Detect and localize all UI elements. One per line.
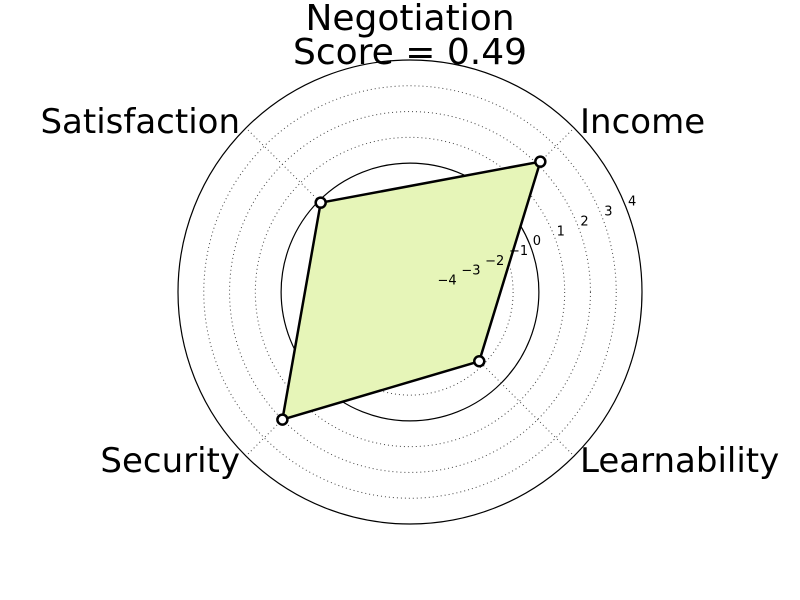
axis-label-satisfaction: Satisfaction [40, 102, 240, 142]
chart-subtitle: Score = 0.49 [293, 32, 527, 73]
axis-label-learnability: Learnability [580, 441, 779, 481]
tick-label: 0 [533, 234, 541, 249]
tick-label: −2 [485, 254, 504, 269]
chart-title: Negotiation [305, 0, 514, 39]
tick-label: −4 [438, 274, 457, 289]
data-point [473, 355, 486, 368]
series-fill [282, 161, 541, 420]
tick-label: 3 [604, 205, 612, 220]
data-point [276, 413, 289, 426]
radar-series [276, 155, 547, 426]
tick-label: 4 [628, 195, 636, 210]
data-point [534, 155, 547, 168]
tick-label: −1 [509, 244, 528, 259]
data-point [314, 196, 327, 209]
outer-circle [177, 59, 643, 525]
grid-circle [254, 136, 566, 448]
axis-label-security: Security [100, 441, 240, 481]
axis-label-income: Income [580, 102, 705, 142]
radial-tick-labels: −4 −3 −2 −1 0 12 3 4 [438, 195, 637, 289]
grid-circle [229, 111, 591, 473]
grid-circle [203, 85, 617, 499]
tick-label: 1 [557, 224, 565, 239]
tick-label: 2 [580, 214, 588, 229]
grid-circle [306, 188, 514, 396]
zero-circle [280, 162, 540, 422]
grid-spoke [409, 291, 575, 457]
tick-label: −3 [461, 264, 480, 279]
